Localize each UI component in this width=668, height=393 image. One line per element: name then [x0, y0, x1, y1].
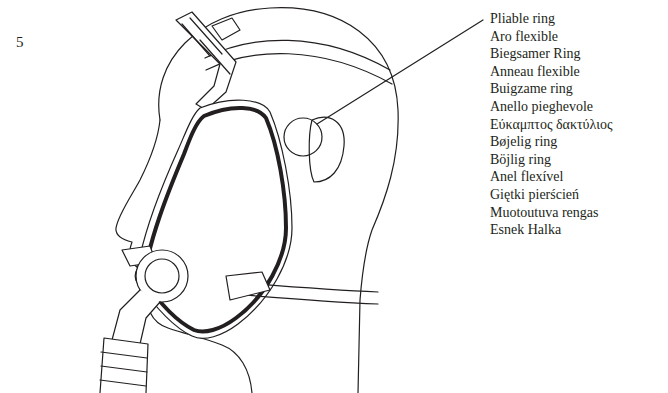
- part-name: Anello pieghevole: [490, 99, 593, 115]
- part-name: Pliable ring: [490, 11, 555, 27]
- callout-circle: [284, 118, 322, 156]
- ear: [309, 117, 344, 182]
- part-name: Giętki pierścień: [490, 187, 579, 203]
- strap-clip: [212, 18, 240, 40]
- tube-ribs: [100, 352, 147, 386]
- tube: [100, 338, 148, 393]
- part-name: Biegsamer Ring: [490, 46, 581, 62]
- part-name: Esnek Halka: [490, 222, 561, 238]
- part-name: Εύκαμπτος δακτύλιος: [490, 117, 612, 133]
- part-name: Bøjelig ring: [490, 134, 557, 150]
- elbow: [112, 290, 160, 344]
- elbow: [145, 259, 179, 293]
- part-name: Anneau flexible: [490, 64, 580, 80]
- part-name: Anel flexível: [490, 169, 563, 185]
- callout-number: 5: [16, 34, 24, 50]
- part-name: Buigzame ring: [490, 81, 573, 97]
- part-name: Muotoutuva rengas: [490, 205, 598, 221]
- part-name: Aro flexible: [490, 29, 558, 45]
- leader-line: [317, 20, 483, 124]
- part-name: Böjlig ring: [490, 152, 551, 168]
- strap-clip: [226, 272, 270, 300]
